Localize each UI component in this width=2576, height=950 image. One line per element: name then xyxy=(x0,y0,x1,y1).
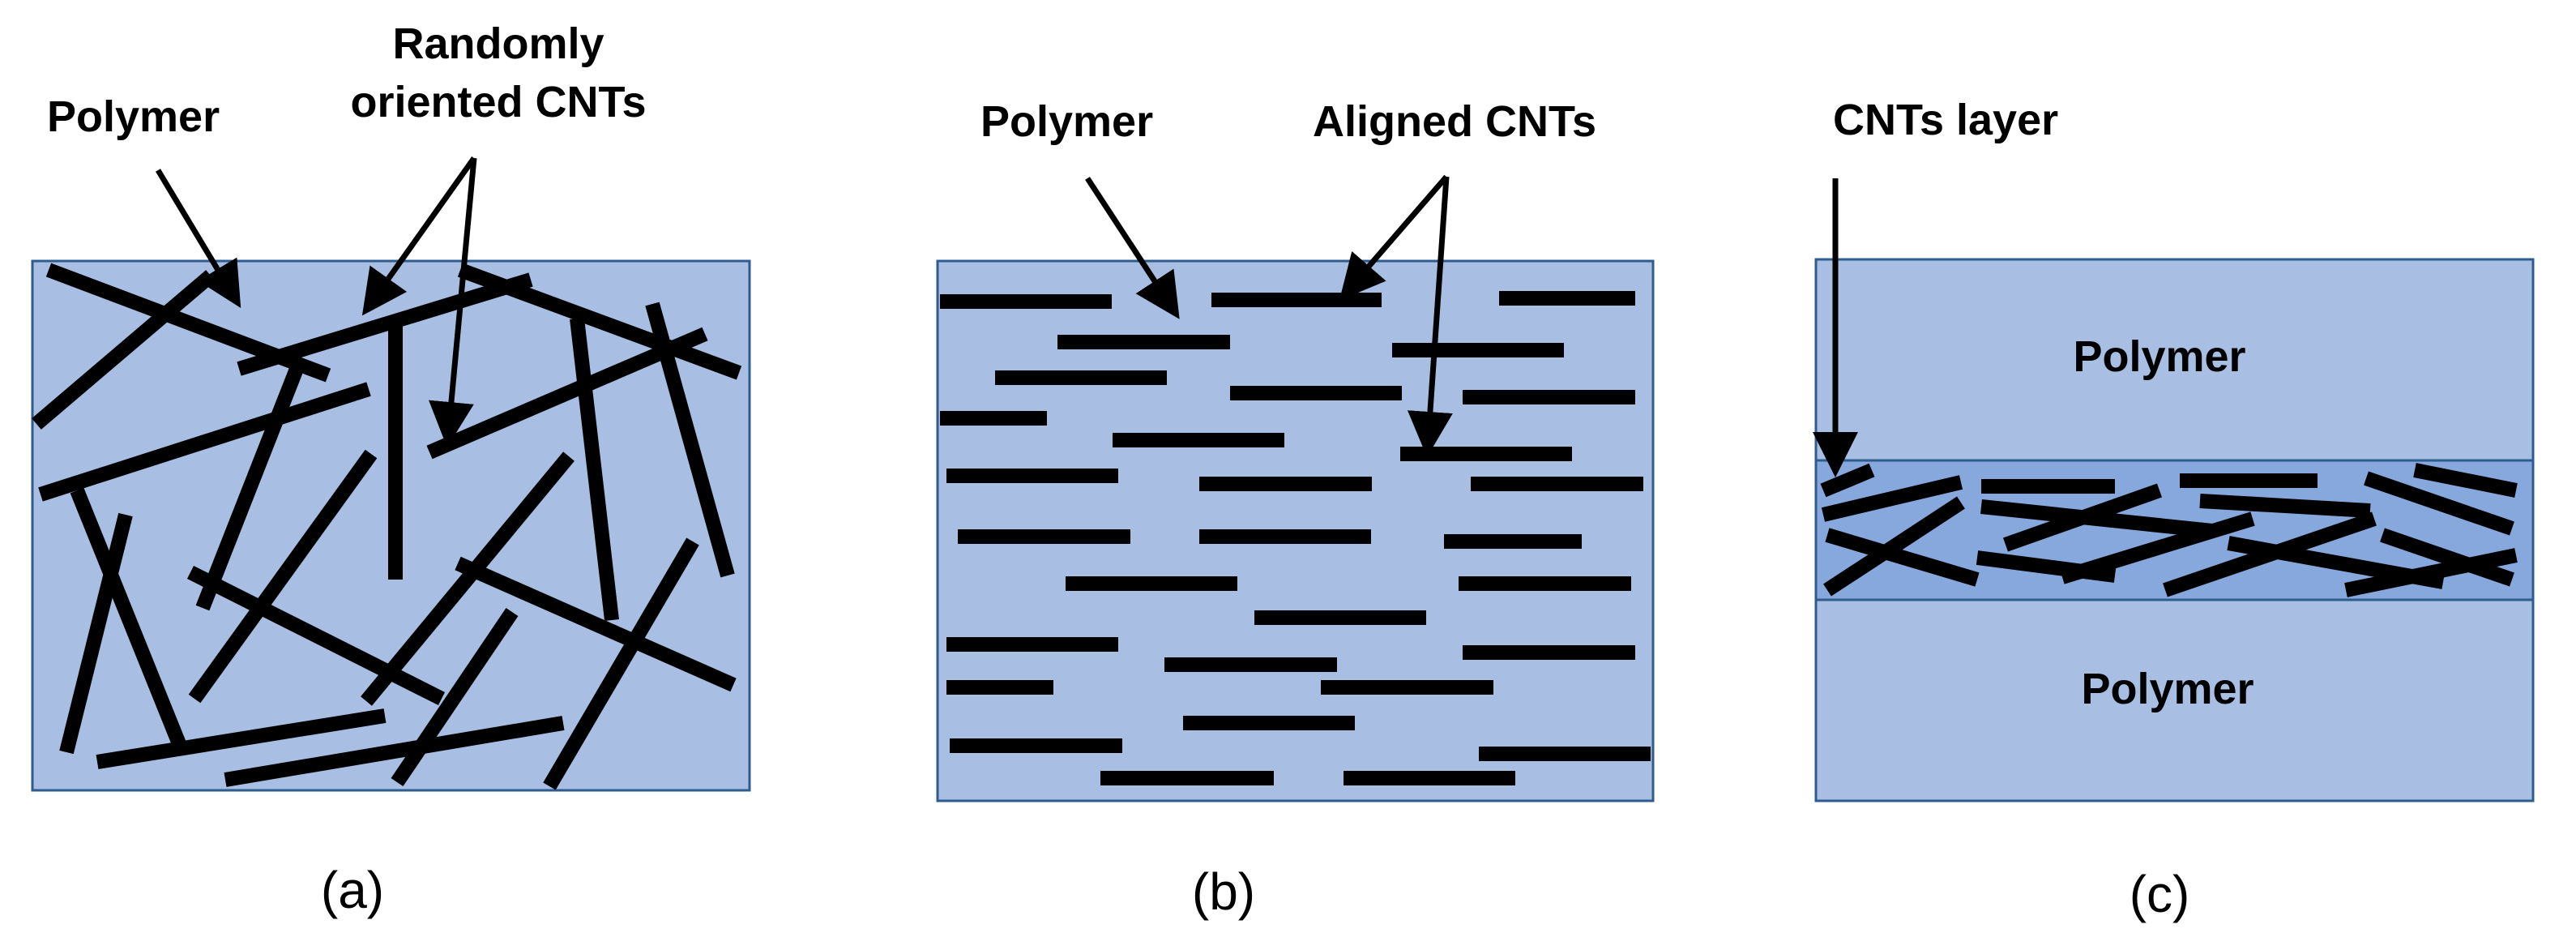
panel-c-polymer-top-label: Polymer xyxy=(2073,332,2245,381)
panel-b-caption: (b) xyxy=(1192,862,1255,921)
panel-a-polymer-label: Polymer xyxy=(47,92,220,141)
cnt-tube xyxy=(32,270,216,430)
cnt-tube xyxy=(2364,471,2514,536)
panel-c-bottom-polymer xyxy=(1814,598,2535,802)
cnt-tube xyxy=(543,537,699,790)
cnt-tube xyxy=(1820,463,1875,498)
panel-a-caption: (a) xyxy=(321,861,384,919)
panel-c-cnt-layer-label: CNTs layer xyxy=(1833,96,2058,144)
cnt-tube xyxy=(38,382,371,502)
cnt-tube xyxy=(224,716,565,787)
panel-b-aligned-cnts xyxy=(940,291,1651,785)
cnt-tube xyxy=(645,302,735,578)
panel-c-caption: (c) xyxy=(2130,865,2190,923)
panel-c-top-polymer xyxy=(1814,258,2535,462)
panel-c-cnt-network xyxy=(1820,463,2518,597)
panel-a-polymer-arrow xyxy=(156,169,241,308)
panel-b: Polymer Aligned CNTs (b) xyxy=(936,97,1655,921)
cnt-tube xyxy=(1825,528,1980,587)
cnt-tube xyxy=(70,487,187,749)
panel-b-cnt-arrow-2 xyxy=(1407,176,1453,457)
cnt-tube xyxy=(188,449,378,704)
cnt-tube xyxy=(570,317,619,622)
cnt-tube xyxy=(2199,494,2371,518)
cnt-tube xyxy=(195,362,305,611)
panel-a: Polymer Randomly oriented CNTs (a) xyxy=(31,19,751,919)
cnt-tube xyxy=(96,708,387,769)
panel-b-polymer-label: Polymer xyxy=(980,97,1153,146)
cnt-tube xyxy=(2344,548,2518,597)
cnt-tube xyxy=(457,263,742,380)
panel-c-polymer-bottom-label: Polymer xyxy=(2081,665,2253,713)
cnt-tube xyxy=(2003,483,2162,552)
cnt-tube xyxy=(361,451,575,706)
cnt-tube xyxy=(2380,528,2514,587)
cnt-tube xyxy=(1821,475,1963,522)
panel-a-random-cnts xyxy=(32,263,742,790)
panel-a-cnt-label-line1: Randomly xyxy=(392,19,604,68)
cnt-tube xyxy=(455,556,737,692)
panel-a-cnt-label-line2: oriented CNTs xyxy=(350,78,646,126)
cnt-tube xyxy=(186,565,446,706)
cnt-tube xyxy=(237,272,533,376)
panel-b-polymer-arrow xyxy=(1085,177,1180,319)
cnt-tube xyxy=(2060,511,2255,584)
cnt-tube xyxy=(59,512,133,755)
cnt-tube xyxy=(2413,463,2518,498)
panel-a-cnt-arrow-2 xyxy=(429,157,477,447)
panel-c: CNTs layer Polymer Polymer (c) xyxy=(1813,96,2535,923)
cnt-tube xyxy=(1823,496,1965,597)
panel-b-cnt-arrow-1 xyxy=(1339,174,1449,301)
panel-a-cnt-arrow-1 xyxy=(361,156,476,316)
panel-b-cnt-label: Aligned CNTs xyxy=(1313,97,1596,146)
